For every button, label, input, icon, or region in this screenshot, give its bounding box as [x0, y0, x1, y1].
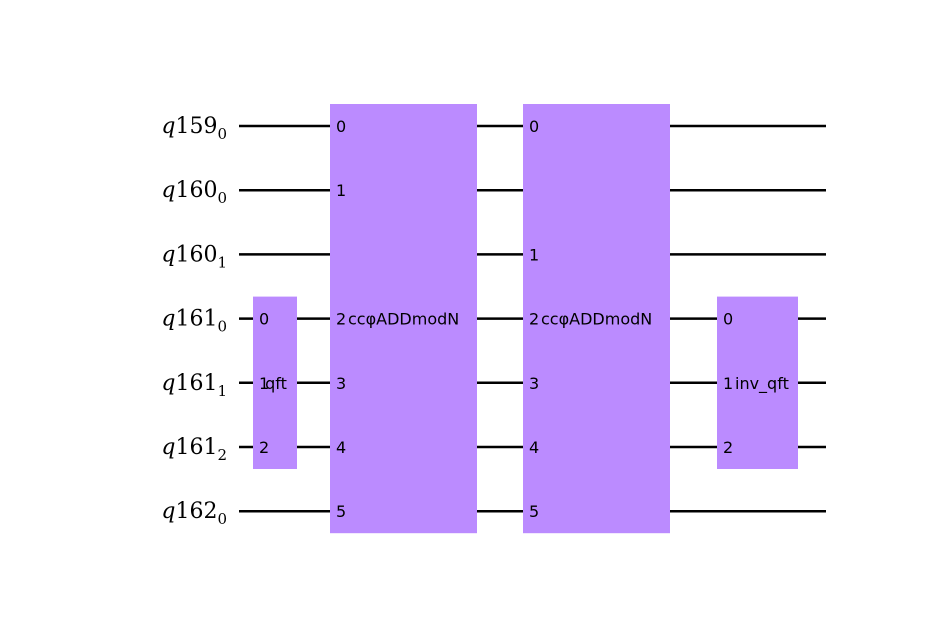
qubit-register-number: 161	[175, 435, 217, 460]
gate-ccphiadd-1: 0 1 2 3 4 5 ccφADDmodN	[330, 104, 477, 534]
qubit-register-number: 160	[175, 178, 217, 203]
gates: 0 1 2 qft 0 1 2 3 4 5 ccφADDmodN 0 1 2 3 4 5 ccφADDmodN 0 1…	[253, 104, 798, 534]
gate-name: ccφADDmodN	[348, 310, 459, 329]
gate-pin-label: 2	[259, 438, 269, 457]
qubit-label: q1611	[161, 371, 227, 400]
gate-pin-label: 3	[529, 374, 539, 393]
gate-name: qft	[265, 374, 287, 393]
gate-pin-label: 2	[529, 310, 539, 329]
gate-pin-label: 2	[336, 310, 346, 329]
qubit-register-letter: q	[161, 307, 175, 332]
gate-qft: 0 1 2 qft	[253, 296, 297, 469]
qubit-register-letter: q	[161, 242, 175, 267]
gate-name: ccφADDmodN	[541, 310, 652, 329]
qubit-label: q1590	[161, 114, 227, 143]
qubit-index: 0	[217, 125, 227, 143]
qubit-register-letter: q	[161, 114, 175, 139]
gate-box	[523, 104, 670, 534]
gate-pin-label: 5	[529, 502, 539, 521]
gate-pin-label: 4	[336, 438, 346, 457]
qubit-register-letter: q	[161, 371, 175, 396]
qubit-label: q1601	[161, 242, 227, 271]
qubit-label: q1612	[161, 435, 227, 464]
qubit-register-number: 159	[175, 114, 217, 139]
gate-pin-label: 0	[259, 310, 269, 329]
gate-box	[253, 296, 297, 469]
gate-name: inv_qft	[735, 374, 789, 394]
gate-pin-label: 1	[336, 181, 346, 200]
gate-pin-label: 3	[336, 374, 346, 393]
qubit-label: q1620	[161, 499, 227, 528]
qubit-index: 2	[217, 446, 227, 464]
qubit-register-number: 160	[175, 242, 217, 267]
qubit-register-letter: q	[161, 178, 175, 203]
qubit-index: 1	[217, 253, 227, 271]
gate-ccphiadd-2: 0 1 2 3 4 5 ccφADDmodN	[523, 104, 670, 534]
qubit-register-letter: q	[161, 499, 175, 524]
qubit-index: 0	[217, 318, 227, 336]
gate-pin-label: 0	[723, 310, 733, 329]
gate-pin-label: 1	[259, 374, 269, 393]
qubit-register-letter: q	[161, 435, 175, 460]
qubit-index: 0	[217, 510, 227, 528]
gate-box	[330, 104, 477, 534]
qubit-label: q1600	[161, 178, 227, 207]
gate-pin-label: 0	[336, 117, 346, 136]
qubit-register-number: 162	[175, 499, 217, 524]
qubit-register-number: 161	[175, 307, 217, 332]
gate-pin-label: 1	[529, 245, 539, 264]
gate-pin-label: 4	[529, 438, 539, 457]
gate-pin-label: 0	[529, 117, 539, 136]
gate-inv-qft: 0 1 2 inv_qft	[717, 296, 798, 469]
qubit-index: 0	[217, 189, 227, 207]
gate-pin-label: 1	[723, 374, 733, 393]
gate-pin-label: 2	[723, 438, 733, 457]
qubit-index: 1	[217, 382, 227, 400]
qubit-label: q1610	[161, 307, 227, 336]
gate-pin-label: 5	[336, 502, 346, 521]
gate-box	[717, 296, 798, 469]
qubit-register-number: 161	[175, 371, 217, 396]
